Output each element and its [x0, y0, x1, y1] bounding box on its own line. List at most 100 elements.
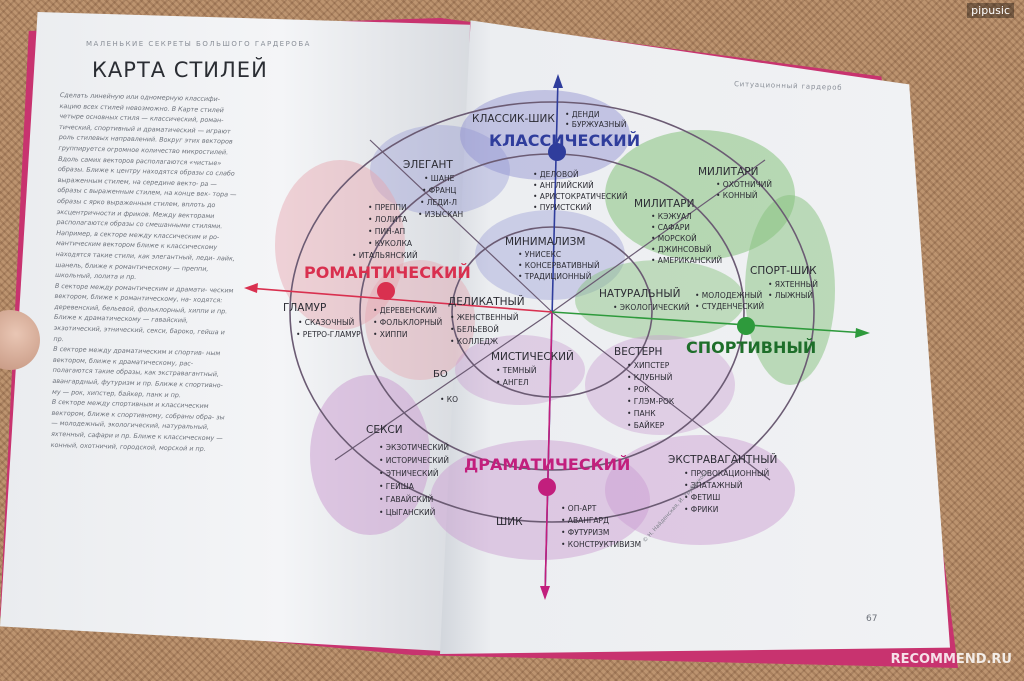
classic-blob [370, 125, 510, 215]
group-item: • ЛОЛИТА [368, 215, 408, 224]
group-item: • КЭЖУАЛ [651, 212, 692, 221]
outer-ring [289, 101, 815, 523]
group-title: ЭЛЕГАНТ [403, 159, 453, 171]
group-item: • ДЕНДИ [565, 110, 600, 119]
sector-dividers [334, 139, 771, 481]
group-item: • ФРИКИ [684, 505, 718, 514]
group-item: • БАЙКЕР [627, 421, 665, 430]
group-item: • СКАЗОЧНЫЙ [298, 318, 354, 327]
group-item: • ИЗЫСКАН [418, 210, 463, 219]
group-item: • ТЕМНЫЙ [496, 366, 536, 375]
left-running-head: МАЛЕНЬКИЕ СЕКРЕТЫ БОЛЬШОГО ГАРДЕРОБА [86, 40, 311, 48]
group-item: • КЛУБНЫЙ [627, 373, 672, 382]
group-item: • ЭТНИЧЕСКИЙ [379, 469, 439, 478]
group-item: • МОРСКОЙ [651, 234, 697, 243]
group-item: • РЕТРО-ГЛАМУР [296, 330, 361, 339]
group-title: ШИК [496, 516, 523, 528]
group-item: • ПУРИСТСКИЙ [533, 203, 592, 212]
watermark-pipusic: pipusic [967, 3, 1014, 18]
page-title: КАРТА СТИЛЕЙ [92, 58, 268, 82]
group-title: ГЛАМУР [283, 302, 326, 314]
right-page [440, 20, 950, 654]
group-title: МИЛИТАРИ [698, 166, 758, 178]
group-item: • ЛЫЖНЫЙ [768, 291, 813, 300]
group-title: ДЕЛИКАТНЫЙ [448, 295, 525, 308]
romantic-axis-label: РОМАНТИЧЕСКИЙ [304, 263, 471, 282]
group-title: БО [433, 369, 448, 380]
group-item: • АВАНГАРД [561, 516, 609, 525]
divider-line [334, 311, 553, 461]
group-title: МИНИМАЛИЗМ [505, 236, 585, 248]
group-title: МИЛИТАРИ [634, 198, 694, 210]
group-item: • ЦЫГАНСКИЙ [379, 508, 435, 517]
group-item: • ГЕЙША [379, 482, 415, 491]
classic-axis-label: КЛАССИЧЕСКИЙ [489, 131, 640, 150]
axis-labels: КЛАССИЧЕСКИЙ РОМАНТИЧЕСКИЙ СПОРТИВНЫЙ ДР… [304, 131, 816, 474]
sport-blob [575, 260, 745, 340]
group-title: МИСТИЧЕСКИЙ [491, 350, 574, 363]
group-item: • АМЕРИКАНСКИЙ [651, 256, 722, 265]
group-item: • ЭПАТАЖНЫЙ [684, 481, 742, 490]
divider-line [551, 159, 766, 313]
group-item: • ЯХТЕННЫЙ [768, 280, 818, 289]
group-item: • ГЛЭМ-РОК [627, 397, 675, 406]
sport-node [737, 317, 755, 335]
romantic-axis-line [247, 287, 553, 313]
group-item: • ПАНК [627, 409, 656, 418]
group-item: • САФАРИ [651, 223, 690, 232]
group-item: • МОЛОДЕЖНЫЙ [695, 291, 762, 300]
group-item: • ДЖИНСОВЫЙ [651, 245, 712, 254]
romantic-node [377, 282, 395, 300]
group-item: • ХИПСТЕР [627, 361, 670, 370]
dramatic-blob [430, 440, 650, 560]
classic-node [548, 143, 566, 161]
group-item: • ТРАДИЦИОННЫЙ [518, 272, 591, 281]
group-item: • ДЕРЕВЕНСКИЙ [373, 306, 437, 315]
group-item: • АРИСТОКРАТИЧЕСКИЙ [533, 192, 628, 201]
arrow-up-icon [553, 74, 563, 88]
group-item: • ФУТУРИЗМ [561, 528, 609, 537]
group-item: • ГАВАЙСКИЙ [379, 495, 433, 504]
divider-line [369, 139, 553, 313]
group-item: • ОП-АРТ [561, 504, 597, 513]
dramatic-blob [585, 335, 735, 435]
group-item: • ИСТОРИЧЕСКИЙ [379, 456, 449, 465]
group-item: • АНГЛИЙСКИЙ [533, 181, 594, 190]
group-title: ВЕСТЕРН [614, 346, 662, 358]
group-item: • ЭКОЛОГИЧЕСКИЙ [613, 303, 690, 312]
group-item: • ФЕТИШ [684, 493, 720, 502]
arrow-left-icon [244, 283, 258, 293]
divider-line [551, 311, 771, 481]
group-item: • ШАНЕ [424, 174, 455, 183]
group-item: • ДЕЛОВОЙ [533, 170, 579, 179]
group-item: • ЖЕНСТВЕННЫЙ [450, 313, 518, 322]
group-item: • ИТАЛЬЯНСКИЙ [352, 251, 418, 260]
group-item: • УНИСЕКС [518, 250, 561, 259]
group-item: • КОНСЕРВАТИВНЫЙ [518, 261, 600, 270]
page-number: 67 [866, 614, 878, 624]
group-item: • ПРОВОКАЦИОННЫЙ [684, 469, 769, 478]
arrow-down-icon [540, 586, 550, 600]
dramatic-blob [605, 435, 795, 545]
group-item: • ОХОТНИЧИЙ [716, 180, 772, 189]
romantic-blob [275, 160, 405, 330]
group-title: КЛАССИК-ШИК [472, 113, 555, 125]
left-page [0, 12, 470, 652]
group-item: • РОК [627, 385, 650, 394]
group-item: • ПРЕППИ [368, 203, 407, 212]
style-labels: КЛАССИК-ШИК • ДЕНДИ • БУРЖУАЗНЫЙ • ДЕЛОВ… [283, 110, 818, 549]
group-item: • ЛЕДИ-Л [420, 198, 457, 207]
group-item: • БЕЛЬЕВОЙ [450, 325, 499, 334]
group-item: • ФРАНЦ [422, 186, 457, 195]
group-title: СПОРТ-ШИК [750, 265, 817, 277]
sport-axis-line [551, 311, 867, 334]
group-item: • КОНСТРУКТИВИЗМ [561, 540, 641, 549]
group-item: • ХИППИ [373, 330, 407, 339]
group-item: • ЭКЗОТИЧЕСКИЙ [379, 443, 449, 452]
group-title: ЭКСТРАВАГАНТНЫЙ [668, 453, 777, 466]
group-item: • КОННЫЙ [716, 191, 758, 200]
dramatic-blob [455, 335, 585, 405]
group-title: СЕКСИ [366, 424, 403, 436]
group-item: • КОЛЛЕДЖ [450, 337, 498, 346]
